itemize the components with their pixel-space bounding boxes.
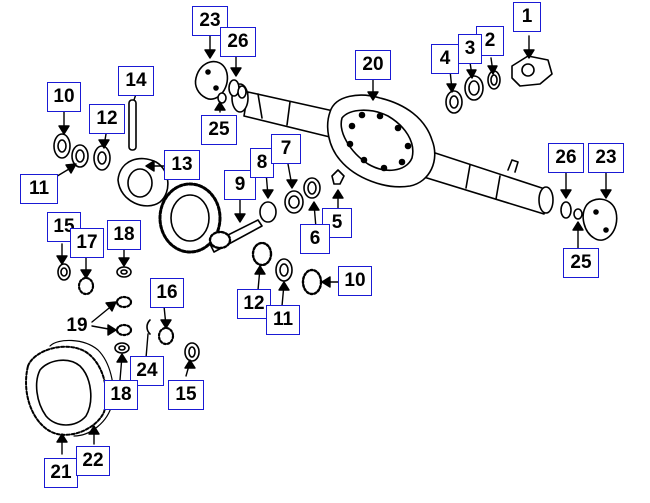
callout-part-23-right: 23 [588,143,624,173]
callout-part-24: 24 [130,356,164,386]
differential-cover [25,339,114,437]
callout-part-20: 20 [355,50,391,80]
leader-lines [53,35,612,455]
callout-part-6: 6 [300,224,330,254]
callout-part-18-bottom: 18 [104,380,138,410]
callout-part-11-top: 11 [20,174,58,204]
spider-gear-parts [57,263,200,362]
callout-part-19: 19 [66,315,88,336]
callout-part-10-top: 10 [47,82,81,112]
callout-part-22: 22 [76,446,110,476]
callout-part-23-left: 23 [192,6,228,36]
axle-housing [231,83,554,215]
callout-part-26-left: 26 [220,27,256,57]
callout-part-7: 7 [271,134,301,164]
callout-part-10-bottom: 10 [338,266,372,296]
callout-part-12-top: 12 [89,104,125,134]
pinion-flange-parts [445,55,553,114]
callout-part-12-bottom: 12 [237,289,271,319]
callout-part-21: 21 [44,458,78,488]
ring-and-pinion [158,169,345,254]
callout-part-25-right: 25 [563,248,599,278]
callout-part-13: 13 [164,150,200,180]
callout-part-11-bottom: 11 [266,305,300,335]
callout-part-15-top: 15 [47,212,81,242]
differential-case-parts [53,99,169,207]
callout-part-17: 17 [70,228,104,258]
callout-part-15-bottom: 15 [168,380,204,410]
callout-part-1: 1 [513,2,541,32]
callout-part-25-left: 25 [201,115,237,145]
callout-part-14: 14 [118,66,154,96]
left-flange-parts [194,60,247,104]
callout-part-18-top: 18 [107,220,141,250]
callout-part-26-right: 26 [548,143,584,173]
callout-part-3: 3 [458,34,482,64]
right-flange-parts [560,198,618,241]
callout-part-4: 4 [431,44,459,74]
callout-part-16: 16 [150,278,184,308]
lower-bearings [251,241,323,296]
